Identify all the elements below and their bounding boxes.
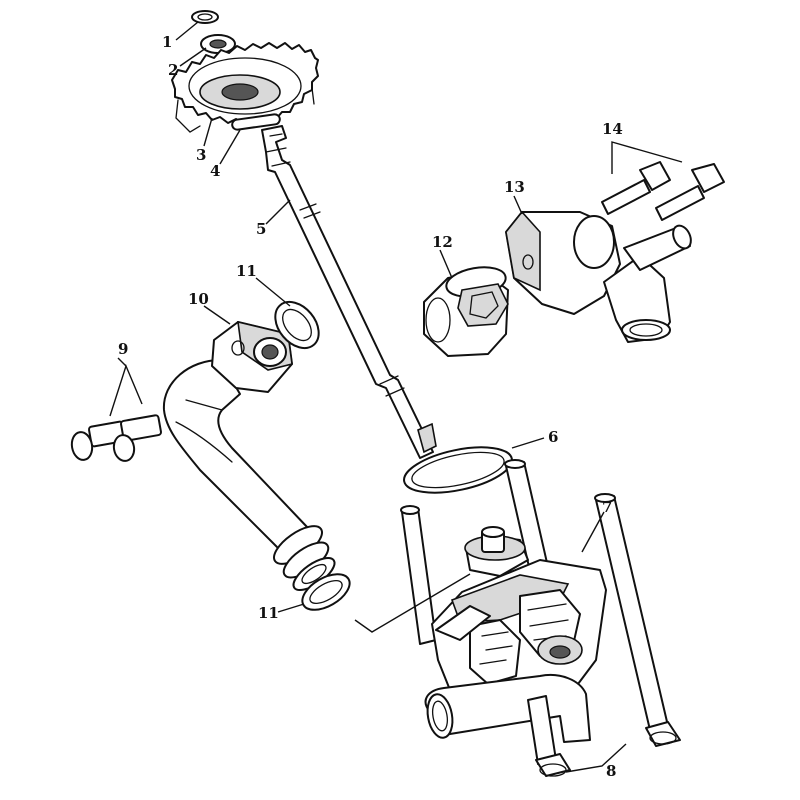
callout-11-lower: 11 xyxy=(258,604,279,622)
drive-gear xyxy=(171,42,319,133)
callout-11-upper: 11 xyxy=(236,262,257,280)
callout-3: 3 xyxy=(196,146,206,164)
cover-housing xyxy=(505,210,692,343)
callout-labels: 1 2 3 4 5 6 7 8 9 10 11 11 12 13 14 xyxy=(118,33,623,780)
callout-2: 2 xyxy=(168,61,178,79)
o-ring-11-upper xyxy=(274,300,320,350)
bolts-14 xyxy=(601,161,725,221)
bolts-9 xyxy=(70,414,162,462)
leader-lines xyxy=(109,21,683,773)
callout-5: 5 xyxy=(256,220,266,238)
callout-6: 6 xyxy=(548,428,558,446)
callout-10: 10 xyxy=(188,290,209,308)
callout-8: 8 xyxy=(606,762,616,780)
oil-pump-body xyxy=(400,459,681,777)
callout-4: 4 xyxy=(210,162,220,180)
callout-12: 12 xyxy=(432,233,453,251)
washer xyxy=(200,34,236,54)
retaining-clip xyxy=(191,10,219,24)
relief-valve xyxy=(423,266,509,357)
o-ring-11-lower xyxy=(301,573,351,611)
outlet-pipe xyxy=(162,320,336,592)
callout-13: 13 xyxy=(504,178,525,196)
pump-shaft xyxy=(261,125,437,459)
callout-7: 7 xyxy=(602,498,612,516)
o-ring-6 xyxy=(403,446,513,494)
callout-1: 1 xyxy=(162,33,172,51)
dowel-pin xyxy=(231,113,281,131)
callout-9: 9 xyxy=(118,340,128,358)
callout-14: 14 xyxy=(602,120,623,138)
